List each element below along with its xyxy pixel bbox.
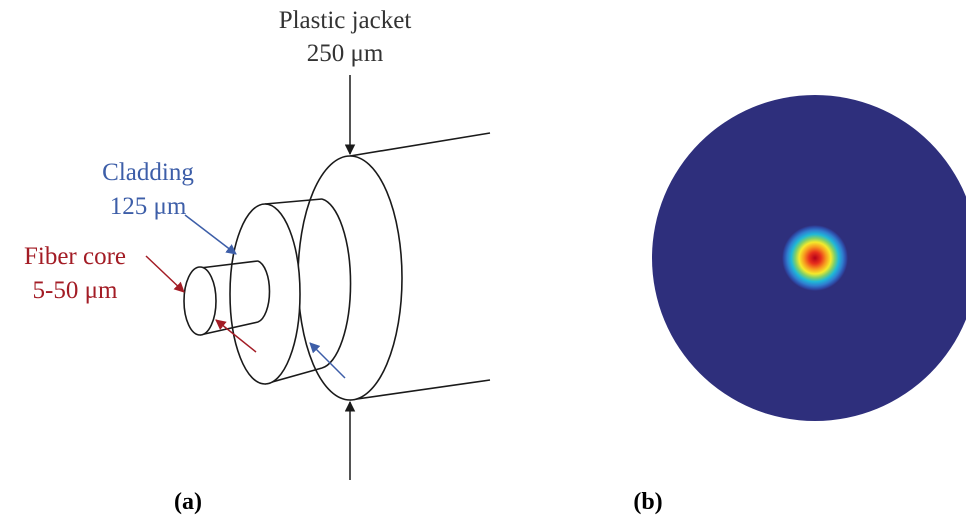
panel-label-b: (b) <box>633 489 662 515</box>
cladding-size: 125 μm <box>110 193 187 220</box>
mode-profile: (b) <box>633 95 966 515</box>
core-arrow-outer <box>145 255 185 293</box>
fiber-schematic: Plastic jacket 250 μm Cladding 125 μm Fi… <box>24 7 491 515</box>
intensity-spot <box>782 225 848 291</box>
cladding-shape <box>229 198 352 385</box>
core-label: Fiber core <box>24 243 126 270</box>
panel-label-a: (a) <box>174 489 202 515</box>
jacket-size: 250 μm <box>307 40 384 67</box>
core-shape <box>183 260 271 336</box>
jacket-label: Plastic jacket <box>279 7 412 34</box>
cladding-label: Cladding <box>102 159 194 186</box>
core-arrow-inner <box>215 319 257 353</box>
cladding-arrow-outer <box>184 214 237 255</box>
cladding-arrow-inner <box>309 342 346 379</box>
core-size: 5-50 μm <box>33 277 118 304</box>
